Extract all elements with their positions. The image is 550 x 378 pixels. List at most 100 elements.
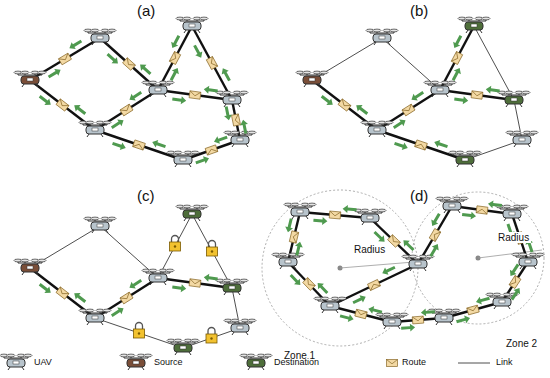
uav-leg bbox=[232, 332, 234, 335]
flow-arrow bbox=[169, 34, 183, 50]
legend-text: Source bbox=[154, 358, 183, 368]
envelope bbox=[205, 145, 218, 155]
rotor bbox=[86, 121, 94, 124]
flow-arrow bbox=[339, 312, 355, 323]
flow-arrow bbox=[319, 93, 335, 108]
envelope bbox=[415, 140, 428, 150]
packet-icon bbox=[120, 104, 133, 116]
uav-window bbox=[133, 361, 139, 364]
arrow-shape bbox=[455, 314, 471, 325]
arrow-shape bbox=[485, 85, 500, 95]
arrow-shape bbox=[219, 66, 233, 82]
uav-window bbox=[415, 262, 421, 265]
arm bbox=[180, 209, 204, 210]
uav-icon bbox=[449, 151, 481, 167]
keyhole bbox=[211, 250, 213, 252]
rotor bbox=[452, 309, 460, 312]
rotor bbox=[338, 297, 346, 300]
envelope bbox=[429, 228, 441, 241]
rotor bbox=[513, 131, 521, 134]
flow-arrow bbox=[222, 106, 233, 121]
arrow-shape bbox=[454, 95, 469, 105]
keyhole bbox=[138, 332, 140, 334]
arm bbox=[516, 257, 540, 258]
panel-letter: (c) bbox=[137, 188, 155, 205]
flow-arrow bbox=[315, 280, 330, 296]
uav-leg bbox=[36, 84, 38, 87]
uav-icon bbox=[167, 339, 199, 355]
uav-leg bbox=[198, 30, 200, 33]
arrow-shape bbox=[507, 262, 521, 278]
radius-line bbox=[340, 262, 414, 268]
rotor bbox=[448, 81, 456, 84]
arrow-shape bbox=[37, 281, 53, 296]
arrow-shape bbox=[137, 62, 153, 77]
rotor bbox=[400, 313, 408, 316]
packet-icon bbox=[205, 145, 218, 155]
rotor bbox=[520, 205, 528, 208]
uav-leg bbox=[383, 134, 385, 137]
rotor bbox=[86, 309, 94, 312]
legend-text: Destination bbox=[274, 358, 319, 368]
uav-icon bbox=[79, 121, 111, 137]
uav-icon bbox=[496, 205, 528, 221]
uav-body bbox=[435, 314, 453, 322]
uav-icon bbox=[366, 29, 398, 45]
uav-leg bbox=[292, 216, 294, 219]
rotor bbox=[149, 81, 157, 84]
flow-arrow bbox=[67, 38, 83, 52]
flow-arrow bbox=[110, 117, 126, 131]
uav-leg bbox=[92, 230, 94, 233]
envelope-flap bbox=[189, 91, 200, 97]
uav-body bbox=[127, 359, 145, 367]
rotor bbox=[91, 217, 99, 220]
uav-leg bbox=[101, 322, 103, 325]
arrow-shape bbox=[110, 305, 126, 319]
link-line bbox=[95, 318, 183, 348]
uav-window bbox=[441, 316, 447, 319]
uav-leg bbox=[466, 30, 468, 33]
arrow-shape bbox=[127, 89, 143, 103]
uav-window bbox=[97, 36, 103, 39]
flow-arrow bbox=[47, 66, 63, 80]
link-line bbox=[382, 38, 440, 90]
uav-icon bbox=[84, 217, 116, 233]
flow-arrow bbox=[462, 210, 477, 220]
arm bbox=[510, 135, 534, 136]
arrow-shape bbox=[203, 85, 218, 95]
flow-arrow bbox=[110, 305, 126, 319]
rotor bbox=[24, 354, 32, 357]
arm bbox=[358, 213, 382, 214]
envelope-flap bbox=[206, 147, 218, 155]
uav-body bbox=[303, 76, 321, 84]
rotor bbox=[149, 269, 157, 272]
uav-leg bbox=[444, 210, 446, 213]
arrow-shape bbox=[111, 140, 127, 152]
flow-arrow bbox=[191, 43, 205, 59]
packet-icon bbox=[169, 52, 180, 65]
uav-window bbox=[27, 78, 33, 81]
flow-arrow bbox=[137, 62, 153, 77]
arrow-shape bbox=[213, 133, 229, 145]
flow-arrow bbox=[293, 241, 304, 256]
arm bbox=[180, 21, 204, 22]
route-line bbox=[440, 26, 474, 90]
flow-arrow bbox=[168, 66, 182, 82]
flow-arrow bbox=[151, 138, 167, 150]
uav-window bbox=[237, 326, 243, 329]
arrow-shape bbox=[475, 294, 491, 305]
uav-window bbox=[297, 210, 303, 213]
packet-icon bbox=[189, 91, 201, 99]
uav-window bbox=[389, 320, 395, 323]
uav-window bbox=[180, 346, 186, 349]
arm bbox=[453, 155, 477, 156]
uav-leg bbox=[175, 352, 177, 355]
arrow-shape bbox=[72, 102, 88, 117]
envelope-flap bbox=[329, 211, 340, 216]
rotor bbox=[240, 91, 248, 94]
flow-arrow bbox=[172, 283, 187, 293]
envelope-flap bbox=[169, 52, 178, 64]
flow-arrow bbox=[381, 264, 397, 277]
packet-icon bbox=[429, 228, 441, 241]
packet-icon bbox=[415, 140, 428, 150]
